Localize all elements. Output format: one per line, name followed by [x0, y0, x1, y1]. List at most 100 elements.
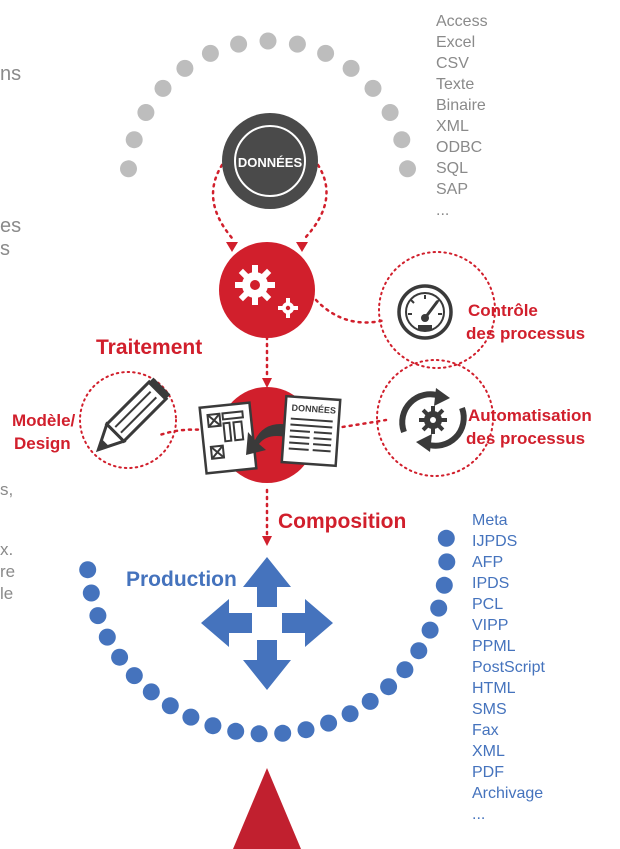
composition-label: Composition	[278, 510, 407, 533]
output-dot	[341, 705, 359, 723]
output-triangle	[233, 768, 301, 849]
left-fragment: es	[0, 215, 22, 237]
left-fragment: ns	[0, 63, 22, 85]
input-dot	[399, 160, 416, 178]
output-format: PCL	[472, 596, 504, 613]
arrowhead-left	[226, 242, 238, 252]
output-format: IPDS	[472, 575, 510, 592]
template-document-icon	[198, 401, 258, 475]
input-dot	[381, 104, 399, 121]
input-dot	[120, 160, 137, 178]
output-dot	[274, 724, 292, 742]
output-dot	[435, 576, 453, 594]
output-formats-list: Meta IJPDS AFP IPDS PCL VIPP PPML PostSc…	[472, 510, 545, 825]
output-dot	[82, 584, 100, 602]
output-dot	[111, 648, 129, 666]
input-format: Access	[436, 13, 488, 30]
output-dot	[227, 722, 245, 740]
input-dot	[230, 35, 248, 53]
traitement-node	[219, 242, 315, 338]
output-format: PostScript	[472, 659, 545, 676]
output-dot	[396, 661, 414, 679]
modele-label-line1: Modèle/	[12, 411, 76, 430]
output-dot	[142, 683, 160, 701]
output-dot	[438, 553, 456, 571]
input-format: XML	[436, 118, 469, 135]
arrowhead-composition	[262, 536, 272, 546]
controle-label-line1: Contrôle	[468, 301, 538, 320]
output-dot	[161, 697, 179, 715]
output-dot	[79, 561, 97, 579]
modele-label-line2: Design	[14, 434, 71, 453]
input-format: SQL	[436, 160, 469, 177]
connector-modele	[158, 428, 207, 437]
input-format: SAP	[436, 181, 469, 198]
left-fragment: x.	[0, 540, 14, 559]
output-format: Meta	[472, 512, 508, 529]
input-dot	[176, 59, 194, 77]
output-format: IJPDS	[472, 533, 518, 550]
input-dot	[393, 131, 411, 149]
output-dot	[297, 721, 315, 739]
input-dot	[154, 79, 172, 97]
composition-node: DONNÉES	[198, 387, 342, 483]
input-format: ...	[436, 202, 450, 219]
output-dot	[204, 717, 222, 735]
refresh-gear-icon	[399, 388, 467, 452]
donnees-label: DONNÉES	[238, 155, 303, 170]
output-format: ...	[472, 806, 486, 823]
input-format: Excel	[436, 34, 476, 51]
output-dot	[421, 621, 439, 639]
input-dot	[317, 44, 335, 62]
output-dot	[89, 607, 107, 625]
input-dot	[288, 35, 306, 53]
output-dot	[430, 599, 448, 617]
input-dot	[342, 59, 360, 77]
connector-automatisation	[320, 418, 388, 432]
output-format: PPML	[472, 638, 516, 655]
input-format: Texte	[436, 76, 475, 93]
donnees-node: DONNÉES	[222, 113, 318, 209]
modele-bubble	[79, 371, 177, 469]
automatisation-label-line2: des processus	[466, 429, 586, 448]
output-format: VIPP	[472, 617, 509, 634]
output-format: XML	[472, 743, 505, 760]
output-dot	[437, 529, 455, 547]
controle-bubble	[378, 251, 496, 369]
automatisation-label-line1: Automatisation	[468, 406, 592, 425]
output-format: Fax	[472, 722, 499, 739]
input-format: Binaire	[436, 97, 486, 114]
input-dot	[364, 79, 382, 97]
left-fragment: s	[0, 238, 10, 260]
output-format: PDF	[472, 764, 504, 781]
input-dot	[125, 131, 143, 149]
left-fragment: le	[0, 584, 14, 603]
automatisation-bubble	[376, 359, 494, 477]
left-fragment: s,	[0, 480, 14, 499]
input-format: CSV	[436, 55, 469, 72]
input-dot-arc	[120, 32, 416, 178]
merge-arrow-icon	[246, 424, 290, 455]
controle-label-line2: des processus	[466, 324, 586, 343]
output-dot	[380, 678, 398, 696]
output-format: HTML	[472, 680, 516, 697]
output-dot	[250, 725, 268, 743]
output-dot-arc	[79, 529, 456, 743]
input-dot	[259, 32, 277, 50]
traitement-label: Traitement	[96, 336, 203, 359]
output-dot	[98, 628, 116, 646]
connector-left-arrow	[211, 163, 234, 240]
output-dot	[410, 642, 428, 660]
input-format: ODBC	[436, 139, 483, 156]
pencil-icon	[95, 377, 171, 453]
arrowhead-right	[296, 242, 308, 252]
arrowhead-traitement	[262, 378, 272, 388]
output-dot	[320, 714, 338, 732]
output-format: AFP	[472, 554, 504, 571]
left-fragment: re	[0, 562, 16, 581]
connector-controle	[314, 298, 387, 324]
gear-icon	[235, 265, 298, 318]
output-dot	[361, 692, 379, 710]
input-formats-list: Access Excel CSV Texte Binaire XML ODBC …	[436, 11, 488, 221]
